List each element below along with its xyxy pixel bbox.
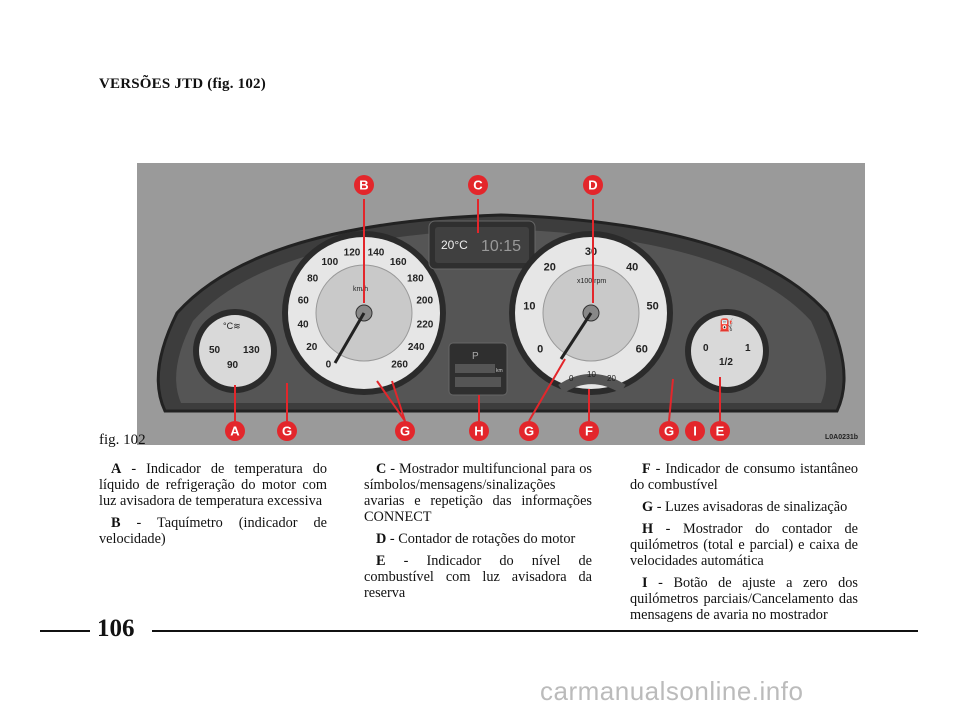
legend-item-A: A - Indicador de temperatura do líquido …: [99, 461, 327, 509]
fuel-tick-2: 1: [745, 343, 751, 354]
page-number: 106: [97, 615, 135, 642]
callout-labels: A G G H G F G I E B C D: [225, 175, 730, 441]
callout-badge-7: [685, 421, 705, 441]
speedo-tick-9: 180: [407, 274, 424, 285]
odo-unit: km: [496, 368, 503, 374]
sub-tick-1: 10: [587, 370, 596, 379]
legend-column-3: F - Indicador de consumo istantâneo do c…: [630, 461, 858, 629]
temp-tick-0: 50: [209, 345, 221, 356]
tacho-tick-3: 30: [585, 246, 597, 258]
callout-label-3: H: [474, 424, 483, 439]
callout-label-1: G: [282, 424, 292, 439]
speedo-tick-3: 60: [298, 296, 310, 307]
speedo-tick-1: 20: [306, 342, 318, 353]
speedo-tick-0: 0: [326, 359, 332, 370]
callout-badge-1: [277, 421, 297, 441]
speedo-tick-8: 160: [390, 257, 407, 268]
callout-badge-9: [354, 175, 374, 195]
display-temp: 20°C: [441, 238, 468, 252]
speedo-tick-13: 260: [391, 359, 408, 370]
legend-item-F: F - Indicador de consumo istantâneo do c…: [630, 461, 858, 493]
callout-label-10: C: [473, 178, 483, 193]
callout-label-11: D: [588, 178, 597, 193]
figure-caption: fig. 102: [99, 432, 146, 448]
fuel-gauge: 0 1/2 1 ⛽: [685, 309, 769, 393]
fuel-tick-0: 0: [703, 343, 709, 354]
speedo-needle: [333, 312, 366, 364]
speedo-tick-11: 220: [417, 320, 434, 331]
callout-label-2: G: [400, 424, 410, 439]
tacho-tick-5: 50: [646, 301, 658, 313]
legend-item-E: E - Indicador do nível de combustível co…: [364, 553, 592, 601]
callout-label-7: I: [693, 424, 697, 439]
speedo-tick-12: 240: [408, 342, 425, 353]
legend-item-D: D - Contador de rotações do motor: [376, 531, 576, 547]
fuel-pump-icon: ⛽: [719, 318, 734, 332]
figure-code: L0A0231b: [825, 434, 858, 441]
watermark: carmanualsonline.info: [540, 676, 804, 706]
callout-label-5: F: [585, 424, 593, 439]
footer-rule-left: [40, 630, 90, 632]
speedo-tick-2: 40: [297, 320, 309, 331]
speedo-tick-7: 140: [368, 248, 385, 259]
callout-badge-11: [583, 175, 603, 195]
legend-column-2: C - Mostrador multifuncional para os sím…: [364, 461, 592, 607]
temperature-gauge: 50 90 130 °C≋: [193, 309, 277, 393]
coolant-icon: °C≋: [223, 321, 241, 331]
callout-label-8: E: [716, 424, 725, 439]
tacho-tick-1: 10: [523, 301, 535, 313]
callout-badge-10: [468, 175, 488, 195]
callout-badge-5: [579, 421, 599, 441]
callout-badge-0: [225, 421, 245, 441]
legend-item-G: G - Luzes avisadoras de sinalização: [642, 499, 848, 515]
tachometer: 0 10 20 30 40 50 60 x100 rpm 0 10 20: [509, 231, 673, 395]
gear-indicator: P: [472, 351, 479, 362]
legend-item-C: C - Mostrador multifuncional para os sím…: [364, 461, 592, 525]
odometer-display: P km: [448, 342, 508, 396]
heading-fig-ref: (fig. 102): [207, 76, 266, 92]
speedo-tick-10: 200: [416, 296, 433, 307]
legend-item-H: H - Mostrador do contador de quilómetros…: [630, 521, 858, 569]
callout-leaders: [234, 199, 721, 422]
legend-item-B: B - Taquímetro (indicador de velocidade): [99, 515, 327, 547]
display-time: 10:15: [481, 238, 521, 255]
callout-label-0: A: [230, 424, 240, 439]
heading-title: VERSÕES JTD: [99, 76, 204, 92]
callout-label-9: B: [359, 178, 368, 193]
tacho-needle: [559, 312, 593, 360]
footer-rule-right: [152, 630, 918, 632]
callout-badge-4: [519, 421, 539, 441]
section-heading: VERSÕES JTD (fig. 102): [99, 76, 266, 93]
callout-badge-3: [469, 421, 489, 441]
temp-tick-2: 130: [243, 345, 260, 356]
callout-badge-6: [659, 421, 679, 441]
speedo-tick-5: 100: [321, 257, 338, 268]
fuel-tick-1: 1/2: [719, 357, 733, 368]
consumption-subdial: [558, 374, 626, 394]
tacho-tick-0: 0: [537, 343, 543, 355]
tacho-tick-labels: 0 10 20 30 40 50 60: [523, 246, 658, 356]
tacho-tick-2: 20: [544, 262, 556, 274]
callout-badge-2: [395, 421, 415, 441]
speedo-tick-6: 120: [344, 248, 361, 259]
callout-label-4: G: [524, 424, 534, 439]
multifunction-display: 20°C 10:15: [428, 220, 536, 270]
sub-tick-2: 20: [607, 374, 616, 383]
sub-tick-0: 0: [569, 374, 574, 383]
callout-badge-8: [710, 421, 730, 441]
tacho-tick-4: 40: [626, 262, 638, 274]
legend-column-1: A - Indicador de temperatura do líquido …: [99, 461, 327, 553]
callout-label-6: G: [664, 424, 674, 439]
tacho-unit: x100 rpm: [577, 278, 606, 285]
temp-tick-1: 90: [227, 360, 239, 371]
legend-item-I: I - Botão de ajuste a zero dos quilómetr…: [630, 575, 858, 623]
tacho-tick-6: 60: [636, 343, 648, 355]
speedo-unit: km/h: [353, 286, 368, 293]
speedo-tick-4: 80: [307, 274, 319, 285]
